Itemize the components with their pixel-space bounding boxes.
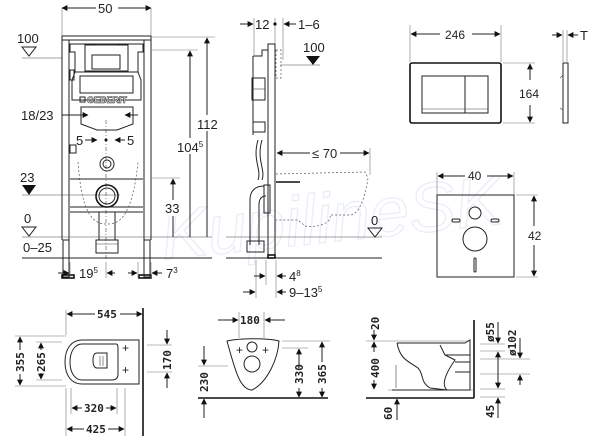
wc-front-view: 180 + + 230 330 365 bbox=[198, 312, 330, 418]
frame-side-view: 12 1–6 100 ≤ 70 0 bbox=[226, 17, 384, 300]
dim-outlet-height: 33 bbox=[165, 201, 179, 216]
dim-side-gap-left: 5 bbox=[76, 133, 83, 148]
dim-wc-projection: ≤ 70 bbox=[312, 146, 337, 161]
dim-floor-to-rim: 365 bbox=[316, 364, 329, 384]
dim-foot-depth: 48 bbox=[289, 269, 301, 284]
dim-pad-width: 40 bbox=[468, 169, 482, 183]
sound-insulation-pad: 40 42 bbox=[436, 169, 542, 278]
fixing-mark: + bbox=[262, 343, 269, 357]
dim-rim-height: 20 bbox=[369, 317, 382, 330]
watermark: KupilineSK bbox=[157, 161, 509, 275]
dim-floor-offset: 60 bbox=[382, 407, 395, 420]
frame-front-view: 50 GEBERIT bbox=[17, 1, 219, 281]
dim-fixing-spacing: 170 bbox=[161, 350, 174, 370]
dim-pad-height: 42 bbox=[528, 229, 542, 243]
dim-wc-length: 545 bbox=[97, 308, 117, 321]
dim-depth-top: 12 bbox=[255, 17, 269, 32]
dim-flush-height-front: 100 bbox=[17, 31, 39, 46]
fixing-mark: + bbox=[122, 341, 129, 355]
dim-frame-width: 50 bbox=[98, 1, 112, 16]
dim-outlet-diameter: ø102 bbox=[506, 330, 519, 357]
dim-plate-height: 164 bbox=[519, 87, 539, 101]
dim-floor-level-side: 0 bbox=[371, 213, 378, 228]
dim-fixing-width: 180 bbox=[240, 314, 260, 327]
dim-floor-adjust: 0–25 bbox=[23, 240, 52, 255]
dim-inlet-diameter: ø55 bbox=[484, 322, 497, 342]
wc-side-view: 20 400 60 ø55 ø102 45 bbox=[366, 317, 530, 420]
dim-outlet-offset: 45 bbox=[484, 405, 497, 418]
dim-wc-inner-length: 320 bbox=[84, 402, 104, 415]
fixing-mark: + bbox=[122, 363, 129, 377]
fixing-mark: + bbox=[236, 343, 243, 357]
dim-floor-to-fixing: 230 bbox=[198, 372, 211, 392]
dim-wall-finish: 1–6 bbox=[298, 17, 320, 32]
dim-wc-width-outer: 355 bbox=[14, 352, 27, 372]
dim-mid-height: 1045 bbox=[177, 140, 204, 155]
dim-floor-level-front: 0 bbox=[24, 211, 31, 226]
dim-wall-depth: 9–135 bbox=[289, 285, 323, 300]
brand-logo: GEBERIT bbox=[87, 95, 128, 105]
dim-foot-offset-left: 195 bbox=[79, 266, 98, 281]
dim-inner-span: 18/23 bbox=[21, 108, 54, 123]
dim-total-height: 112 bbox=[197, 117, 218, 132]
dim-outlet-level: 23 bbox=[20, 170, 34, 185]
dim-foot-offset-right: 73 bbox=[166, 266, 178, 281]
dim-wc-width-inner: 265 bbox=[35, 352, 48, 372]
flush-plate: 246 164 T bbox=[409, 25, 588, 124]
dim-plate-thickness: T bbox=[580, 28, 588, 43]
dim-wc-outer-length: 425 bbox=[86, 423, 106, 436]
dim-wc-height: 400 bbox=[369, 358, 382, 378]
dim-side-gap-right: 5 bbox=[127, 133, 134, 148]
dim-plate-width: 246 bbox=[445, 28, 465, 42]
dim-flush-height-side: 100 bbox=[303, 40, 325, 55]
wc-top-view: 545 + + 355 265 170 320 425 bbox=[14, 308, 174, 436]
dim-floor-to-outlet: 330 bbox=[293, 364, 306, 384]
